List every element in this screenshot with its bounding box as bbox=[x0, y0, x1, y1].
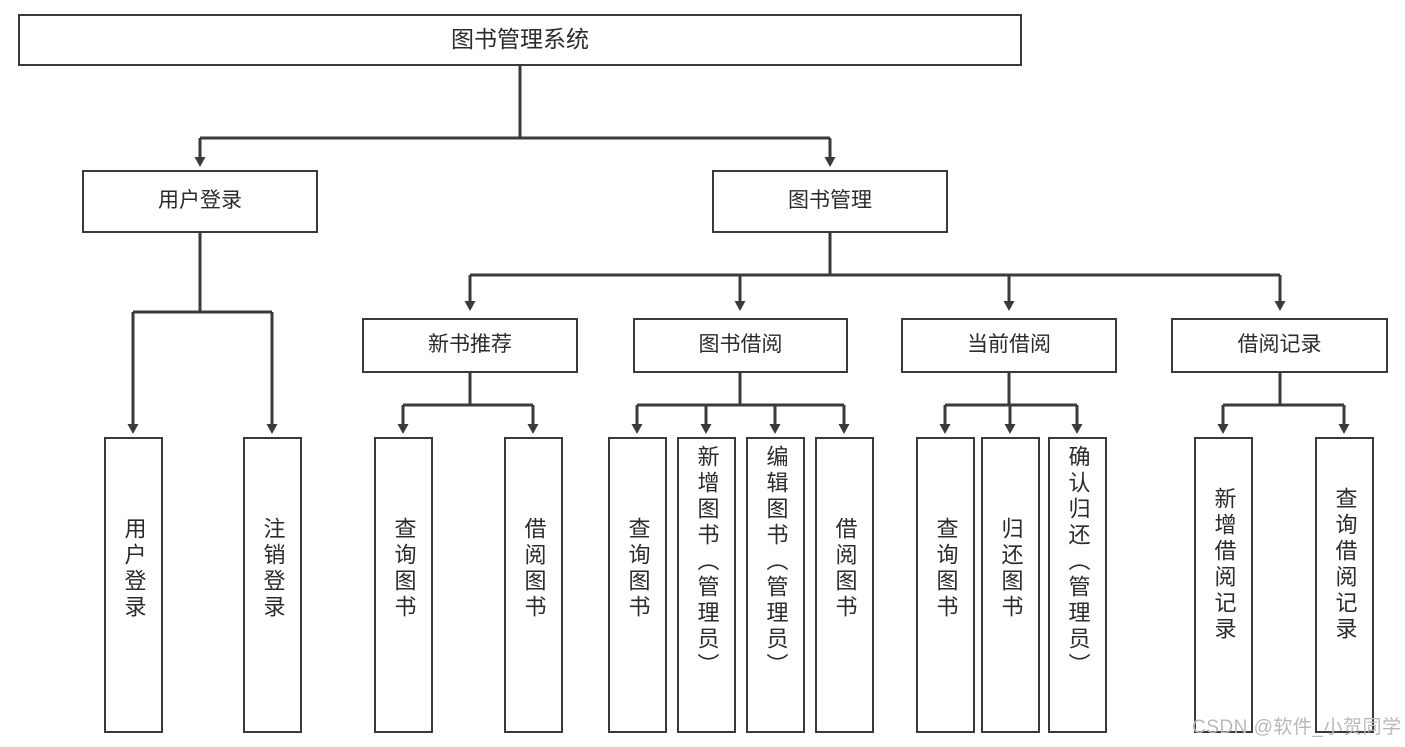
node-label: 借阅图书 bbox=[832, 517, 858, 621]
node-label: 查询图书 bbox=[933, 517, 959, 621]
leaf-current-confirm-return-admin[interactable]: 确认归还（管理员） bbox=[1048, 437, 1107, 733]
node-label: 新增借阅记录 bbox=[1211, 487, 1237, 643]
leaf-current-return-book[interactable]: 归还图书 bbox=[981, 437, 1040, 733]
node-label: 注销登录 bbox=[260, 517, 286, 621]
node-user-login[interactable]: 用户登录 bbox=[82, 170, 318, 233]
node-book-management[interactable]: 图书管理 bbox=[712, 170, 948, 233]
leaf-borrow-query-book[interactable]: 查询图书 bbox=[608, 437, 667, 733]
leaf-record-query-borrow-record[interactable]: 查询借阅记录 bbox=[1315, 437, 1374, 733]
watermark-text: CSDN @软件_小贺同学 bbox=[1192, 717, 1402, 738]
node-label: 用户登录 bbox=[121, 517, 147, 621]
node-label: 归还图书 bbox=[998, 517, 1024, 621]
node-label: 确认归还（管理员） bbox=[1065, 445, 1091, 679]
node-label: 图书借阅 bbox=[698, 333, 783, 357]
node-label: 新书推荐 bbox=[428, 333, 512, 357]
node-borrow-record[interactable]: 借阅记录 bbox=[1171, 318, 1388, 373]
node-label: 编辑图书（管理员） bbox=[763, 445, 789, 679]
leaf-borrow-borrow-book[interactable]: 借阅图书 bbox=[815, 437, 874, 733]
node-label: 新增图书（管理员） bbox=[694, 445, 720, 679]
node-root-book-management-system[interactable]: 图书管理系统 bbox=[18, 14, 1022, 66]
node-label: 用户登录 bbox=[158, 189, 242, 213]
node-current-borrow[interactable]: 当前借阅 bbox=[901, 318, 1117, 373]
node-label: 查询图书 bbox=[391, 517, 417, 621]
node-label: 借阅图书 bbox=[521, 517, 547, 621]
node-book-borrow[interactable]: 图书借阅 bbox=[633, 318, 848, 373]
leaf-user-login-login[interactable]: 用户登录 bbox=[104, 437, 163, 733]
node-new-book-recommend[interactable]: 新书推荐 bbox=[362, 318, 578, 373]
node-label: 查询图书 bbox=[625, 517, 651, 621]
leaf-borrow-edit-book-admin[interactable]: 编辑图书（管理员） bbox=[746, 437, 805, 733]
leaf-borrow-add-book-admin[interactable]: 新增图书（管理员） bbox=[677, 437, 736, 733]
leaf-user-login-logout[interactable]: 注销登录 bbox=[243, 437, 302, 733]
node-label: 查询借阅记录 bbox=[1332, 487, 1358, 643]
leaf-record-add-borrow-record[interactable]: 新增借阅记录 bbox=[1194, 437, 1253, 733]
node-label: 当前借阅 bbox=[967, 333, 1051, 357]
leaf-new-book-query-book[interactable]: 查询图书 bbox=[374, 437, 433, 733]
leaf-current-query-book[interactable]: 查询图书 bbox=[916, 437, 975, 733]
node-label: 借阅记录 bbox=[1237, 333, 1322, 357]
node-label: 图书管理 bbox=[788, 189, 872, 213]
leaf-new-book-borrow-book[interactable]: 借阅图书 bbox=[504, 437, 563, 733]
node-label: 图书管理系统 bbox=[451, 26, 589, 53]
